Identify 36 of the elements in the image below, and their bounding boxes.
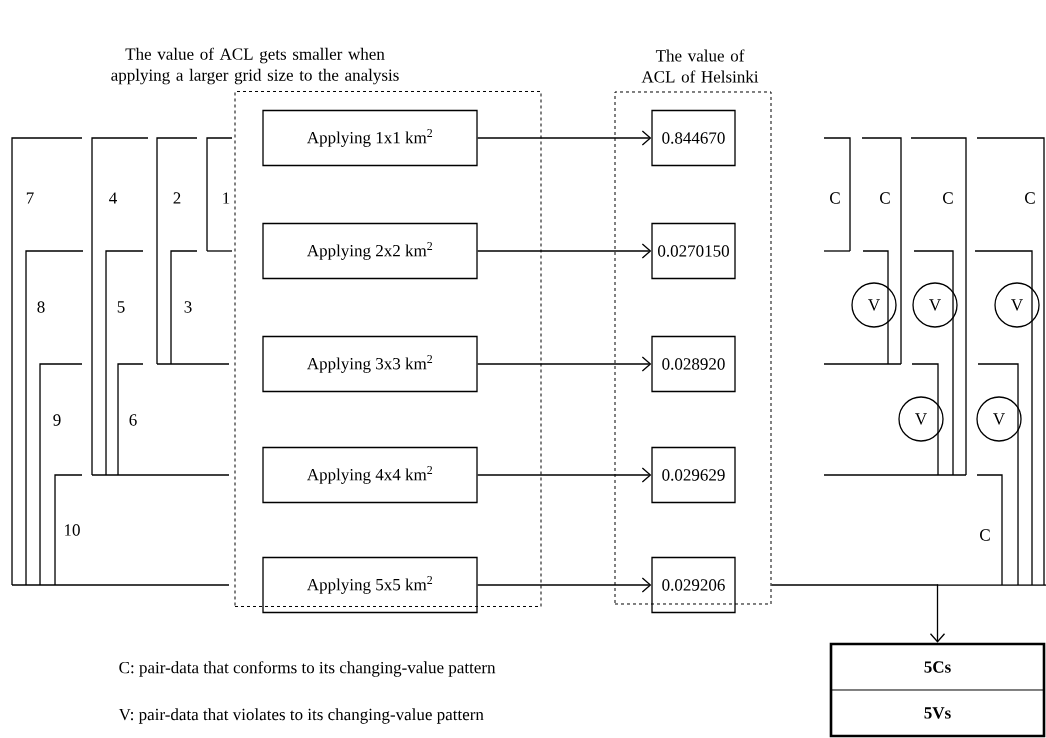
pair-number: 3 xyxy=(184,301,192,313)
value-box: 0.844670 xyxy=(651,109,736,167)
pair-number: 8 xyxy=(37,301,45,313)
process-box: Applying 1x1 km$^{2}$ xyxy=(262,109,478,167)
pair-number: 2 xyxy=(173,192,181,204)
group-heading: The value of ACL of Helsinki xyxy=(641,49,759,83)
arrow xyxy=(770,584,946,643)
pair-number: 5 xyxy=(117,301,125,313)
pair-number: 10 xyxy=(65,524,80,536)
legend-note: V: pair-data that violates to its changing-value pattern xyxy=(118,708,484,724)
pair-number: 4 xyxy=(109,192,117,204)
arrow xyxy=(477,467,652,483)
value-box: 0.0270150 xyxy=(651,222,736,280)
result-box: 5Cs 5Vs xyxy=(829,642,1046,738)
pair-label: C xyxy=(880,192,890,204)
pair-number: 1 xyxy=(223,192,230,204)
arrow xyxy=(477,243,652,259)
pair-label: C xyxy=(1025,192,1035,204)
arrow xyxy=(477,130,652,146)
process-box: Applying 3x3 km$^{2}$ xyxy=(262,335,478,393)
value-box: 0.028920 xyxy=(651,335,736,393)
arrow xyxy=(477,577,652,593)
process-box: Applying 5x5 km$^{2}$ xyxy=(262,556,478,614)
pair-label: C xyxy=(830,192,840,204)
pair-label: C xyxy=(943,192,953,204)
group-heading: The value of ACL gets smaller when applying a larger grid size to the analysis xyxy=(111,47,399,85)
pair-number: 6 xyxy=(129,414,137,426)
process-box: Applying 4x4 km$^{2}$ xyxy=(262,446,478,504)
value-box: 0.029629 xyxy=(651,446,736,504)
pair-number: 7 xyxy=(26,192,34,204)
process-box: Applying 2x2 km$^{2}$ xyxy=(262,222,478,280)
legend-note: C: pair-data that conforms to its changing-value pattern xyxy=(119,661,496,677)
pair-number: 9 xyxy=(53,414,61,426)
pair-label: C xyxy=(980,529,990,541)
value-box: 0.029206 xyxy=(651,556,736,614)
arrow xyxy=(477,356,652,372)
